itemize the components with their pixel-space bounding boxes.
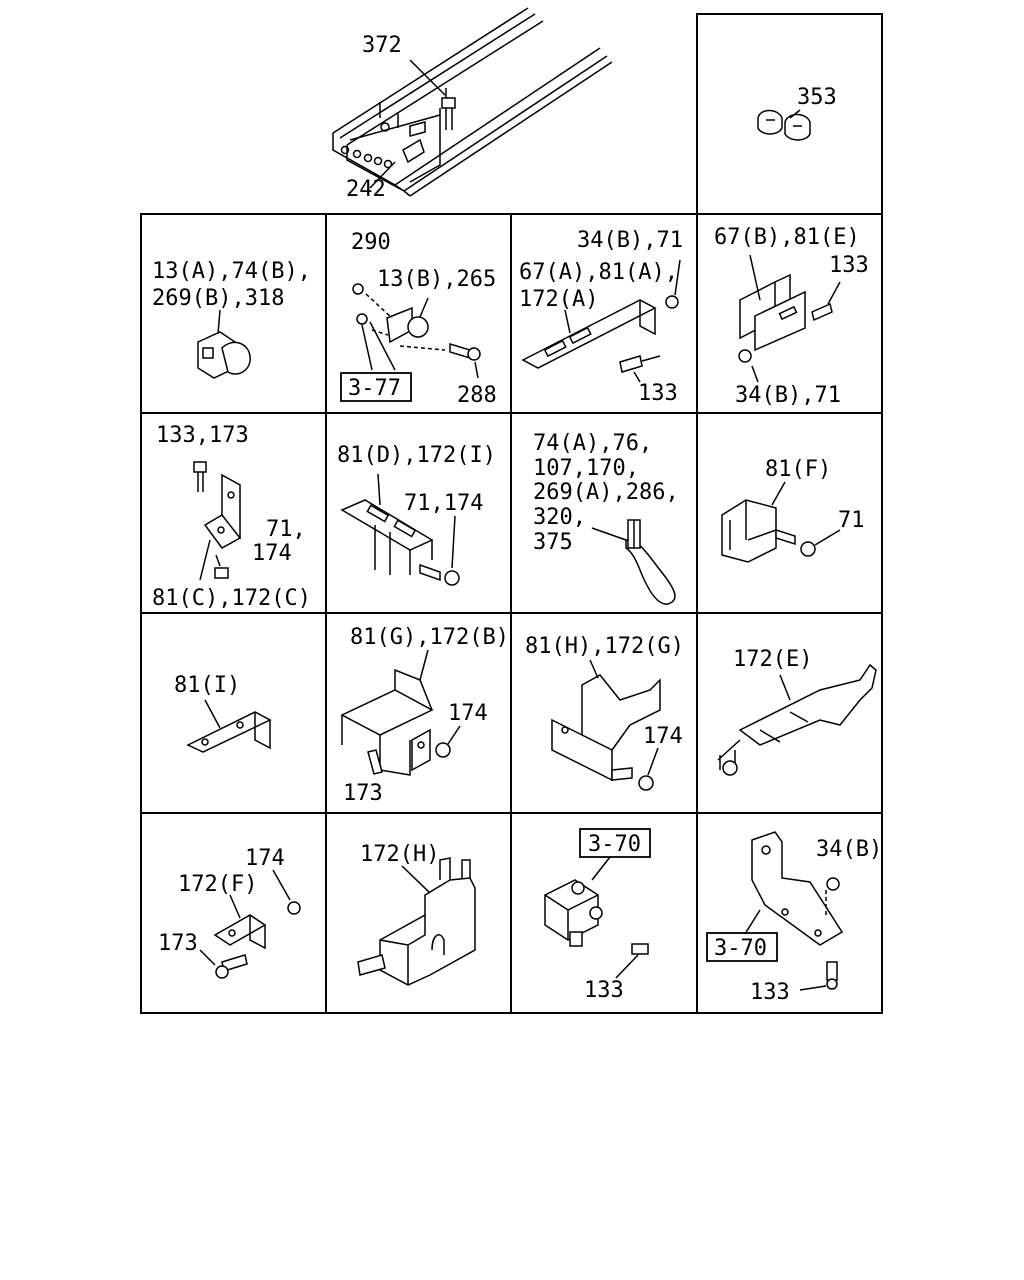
clip-13A-illustration [197, 309, 251, 379]
label-172A: 172(A) [519, 287, 598, 312]
bracket-172E-illustration [717, 663, 877, 776]
label-372: 372 [362, 33, 402, 58]
label-71-r2c4: 71 [838, 508, 865, 533]
label-81I: 81(I) [174, 673, 240, 698]
label-172E: 172(E) [733, 647, 812, 672]
label-174-r4c1: 174 [245, 846, 285, 871]
bracket-67B-illustration [738, 254, 841, 383]
panel-353-border [696, 13, 883, 215]
label-172H: 172(H) [360, 842, 439, 867]
clamp-13B-illustration [352, 283, 481, 379]
label-174-r2c1: 174 [252, 541, 292, 566]
label-174-r3c3: 174 [643, 724, 683, 749]
ref-box-3-70-r4c4 [706, 932, 778, 962]
ref-3-70-label-r4c3: 3-70 [588, 832, 641, 857]
label-288: 288 [457, 383, 497, 408]
label-81F: 81(F) [765, 457, 831, 482]
label-353: 353 [797, 85, 837, 110]
cable-tie-illustration [591, 519, 676, 605]
frame-rail-illustration [332, 7, 613, 197]
ref-3-77-label: 3-77 [348, 376, 401, 401]
panel-grid [140, 13, 883, 1014]
label-173-r4c1: 173 [158, 931, 198, 956]
bracket-81G-illustration [340, 649, 461, 776]
label-71-r2c1: 71, [266, 517, 306, 542]
bracket-172F-illustration [199, 869, 301, 979]
label-242: 242 [346, 177, 386, 202]
label-34B-71: 34(B),71 [577, 228, 683, 253]
hose-clip-353-illustration [757, 109, 811, 141]
label-81H-172G: 81(H),172(G) [525, 634, 684, 659]
label-375: 375 [533, 530, 573, 555]
label-269B-318: 269(B),318 [152, 286, 284, 311]
label-67B-81E: 67(B),81(E) [714, 225, 860, 250]
label-67A-81A: 67(A),81(A), [519, 260, 678, 285]
label-320: 320, [533, 505, 586, 530]
label-133-173: 133,173 [156, 423, 249, 448]
bracket-172A-illustration [521, 259, 681, 383]
bracket-34B-illustration [744, 831, 844, 991]
ref-box-3-77 [340, 372, 412, 402]
label-133-r4c3: 133 [584, 978, 624, 1003]
label-107-170: 107,170, [533, 456, 639, 481]
bracket-81I-illustration [186, 699, 272, 753]
label-81C-172C: 81(C),172(C) [152, 586, 311, 611]
label-74A-76: 74(A),76, [533, 431, 652, 456]
label-81G-172B: 81(G),172(B) [350, 625, 509, 650]
label-133-r1c4: 133 [829, 253, 869, 278]
label-133: 133 [638, 381, 678, 406]
label-34B-r4c4: 34(B) [816, 837, 882, 862]
label-13B-265: 13(B),265 [377, 267, 496, 292]
bracket-81D-illustration [340, 473, 460, 586]
bracket-172H-illustration [357, 857, 476, 986]
bracket-81C-illustration [193, 461, 242, 581]
label-34B-71-r1c4: 34(B),71 [735, 383, 841, 408]
ref-box-3-70-r4c3 [579, 828, 651, 858]
label-133-r4c4: 133 [750, 980, 790, 1005]
label-173-r3c2: 173 [343, 781, 383, 806]
bracket-81H-illustration [551, 659, 661, 791]
mount-3-70-illustration [544, 856, 649, 979]
label-290: 290 [351, 230, 391, 255]
label-81D-172I: 81(D),172(I) [337, 443, 496, 468]
label-269A-286: 269(A),286, [533, 480, 679, 505]
label-172F: 172(F) [178, 872, 257, 897]
ref-3-70-label-r4c4: 3-70 [714, 936, 767, 961]
label-174-r3c2: 174 [448, 701, 488, 726]
bracket-81F-illustration [721, 481, 841, 563]
label-71-174-r2c2: 71,174 [404, 491, 483, 516]
label-13A-74B: 13(A),74(B), [152, 259, 311, 284]
